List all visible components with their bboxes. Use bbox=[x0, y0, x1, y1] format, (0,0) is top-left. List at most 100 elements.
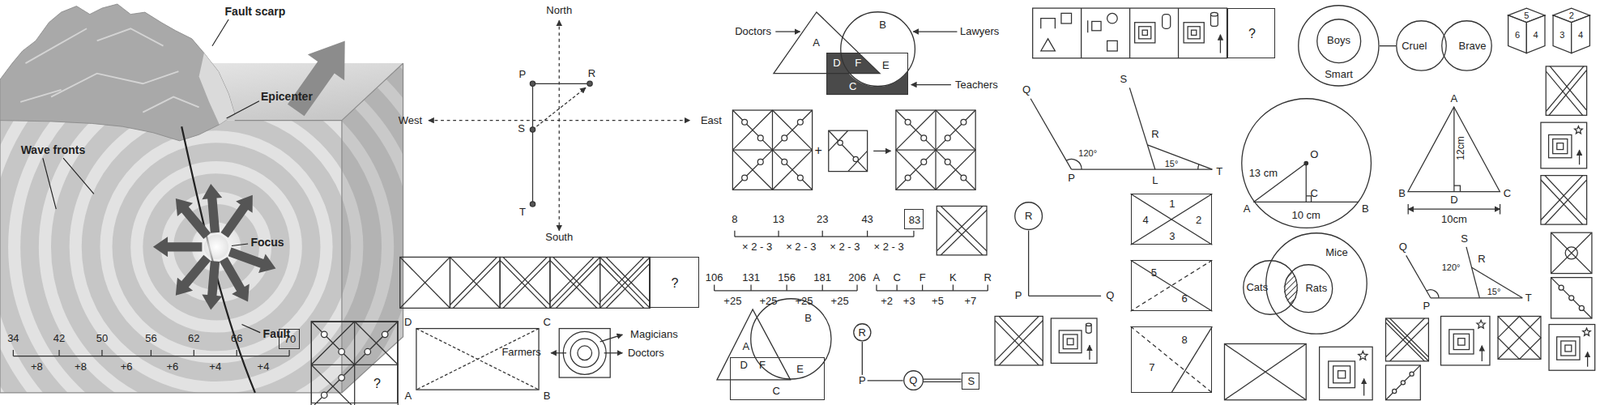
node-text: 5 bbox=[1151, 267, 1157, 279]
pattern-lines bbox=[1497, 315, 1541, 359]
circle-outline bbox=[1243, 260, 1298, 316]
text-label: × 2 - 3 bbox=[742, 241, 773, 253]
ridge-line bbox=[97, 28, 164, 46]
bracket-tick bbox=[987, 284, 989, 291]
text-label: +8 bbox=[74, 361, 87, 373]
node-text: 13 cm bbox=[1249, 167, 1278, 180]
nested-square bbox=[1328, 361, 1356, 389]
text-label: South bbox=[545, 231, 573, 244]
question-box: ? bbox=[648, 256, 700, 308]
right-angle-mark bbox=[1454, 185, 1461, 192]
small-circle bbox=[742, 174, 748, 181]
fat-arrow bbox=[228, 247, 277, 274]
bracket-tick bbox=[288, 349, 290, 357]
text-label: 156 bbox=[777, 271, 796, 283]
diagonal-line bbox=[449, 256, 500, 308]
bracket-tick bbox=[733, 230, 735, 238]
letter-circle: R bbox=[1014, 201, 1043, 231]
box-outline bbox=[400, 256, 451, 308]
cell-divider bbox=[1129, 8, 1131, 59]
diagonal-line bbox=[936, 205, 987, 255]
set-circle: Rats bbox=[1284, 264, 1333, 313]
node-text: Cruel bbox=[1401, 40, 1427, 52]
box-outline bbox=[1548, 324, 1596, 372]
small-circle bbox=[944, 158, 951, 165]
box-outline bbox=[416, 328, 539, 391]
ray-line bbox=[1466, 247, 1480, 299]
bracket-line bbox=[876, 290, 988, 291]
text-label: F bbox=[759, 359, 766, 372]
diagonal-line bbox=[1545, 66, 1587, 116]
small-circle bbox=[1558, 285, 1564, 291]
node-text: Rats bbox=[1305, 282, 1327, 295]
node-text: 4 bbox=[1143, 214, 1149, 227]
box-outline bbox=[1441, 315, 1490, 365]
connector bbox=[923, 379, 962, 381]
text-label: +6 bbox=[166, 361, 179, 373]
envelope-box bbox=[1454, 273, 1584, 403]
text-label: Doctors bbox=[734, 25, 772, 38]
text-label: +4 bbox=[209, 361, 222, 373]
set-circle: Smart Boys bbox=[1297, 4, 1380, 87]
diagonal-line bbox=[1551, 232, 1592, 274]
small-circle bbox=[338, 348, 345, 355]
arrow-line bbox=[1220, 34, 1221, 54]
text-label: Wave fronts bbox=[21, 145, 86, 158]
altitude-line bbox=[1453, 106, 1455, 192]
right-angle-mark bbox=[1305, 196, 1311, 203]
nested-square bbox=[1557, 337, 1580, 360]
triangle-outline bbox=[1408, 106, 1500, 192]
set-circle: Boys bbox=[1316, 18, 1362, 64]
text-label: × 2 - 3 bbox=[829, 241, 860, 253]
nested-square bbox=[1458, 338, 1465, 346]
wave-front bbox=[0, 0, 542, 405]
diagonal-line bbox=[772, 110, 812, 150]
pattern-lines bbox=[400, 256, 451, 308]
bracket-line bbox=[714, 290, 858, 291]
text-label: 181 bbox=[813, 271, 832, 283]
small-circle bbox=[797, 174, 803, 181]
angle-arc bbox=[1066, 158, 1082, 170]
small-circle bbox=[757, 135, 764, 141]
ray-line bbox=[1129, 87, 1155, 170]
diagonal-line bbox=[936, 205, 987, 255]
bracket-tick bbox=[921, 284, 923, 291]
small-circle bbox=[781, 135, 788, 141]
leader-line bbox=[231, 243, 248, 247]
pattern-lines bbox=[499, 256, 551, 308]
circle-outline bbox=[903, 371, 923, 391]
text-label: A bbox=[1243, 203, 1251, 215]
wave-front bbox=[0, 120, 342, 393]
node-text: 2 bbox=[1195, 214, 1202, 227]
bracket-tick bbox=[913, 230, 914, 238]
text-label: × 2 - 3 bbox=[785, 241, 816, 253]
geometry-triangle: 12cm bbox=[1408, 106, 1500, 192]
connector-line bbox=[923, 379, 962, 384]
circle-outline bbox=[750, 298, 832, 380]
text-label: Q bbox=[1105, 290, 1114, 302]
letter-circle: R bbox=[853, 323, 872, 342]
leader-line bbox=[212, 19, 229, 47]
diagonal-line bbox=[935, 110, 976, 150]
diagonal-line bbox=[1540, 175, 1588, 225]
diagonal-line bbox=[354, 321, 399, 366]
node-text: Smart bbox=[1324, 68, 1353, 81]
figure-series bbox=[349, 205, 707, 359]
text-label: S bbox=[1460, 233, 1468, 245]
fault-scarp-face bbox=[199, 52, 235, 124]
text-label: +5 bbox=[931, 294, 944, 307]
nested-square bbox=[1183, 22, 1204, 43]
text-label: E bbox=[882, 59, 890, 71]
node-text: 6 bbox=[1181, 293, 1187, 305]
angle-arc bbox=[1426, 290, 1439, 299]
star-square bbox=[732, 110, 812, 190]
dimension-line bbox=[1408, 209, 1500, 210]
diagonal-line bbox=[550, 256, 601, 308]
leader-line bbox=[63, 157, 94, 194]
set-circle bbox=[570, 338, 599, 367]
small-circle bbox=[1392, 388, 1397, 393]
circle-outline bbox=[1396, 21, 1447, 71]
path-line bbox=[532, 83, 534, 205]
angle-figure bbox=[1406, 247, 1524, 299]
block-edge bbox=[234, 119, 342, 121]
